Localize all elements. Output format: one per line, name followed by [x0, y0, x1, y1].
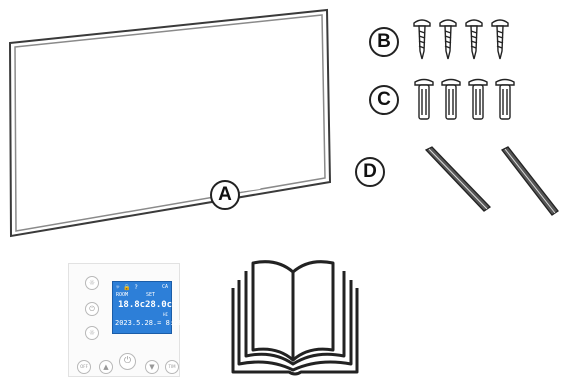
set-label: SET — [146, 293, 155, 298]
manual-book-icon — [229, 258, 361, 378]
set-temp: 28.0c — [145, 301, 172, 310]
rails-d — [420, 145, 561, 220]
sun-icon: ☼ — [85, 326, 99, 340]
timer-button[interactable]: TIM — [165, 360, 179, 374]
screws-b — [412, 17, 518, 61]
callout-d: D — [355, 157, 385, 187]
room-label: ROOM — [116, 293, 128, 298]
thermostat-screen: ☼ 🔒 ? CA ROOM SET 18.8c 28.0c HI 2023.5.… — [112, 281, 172, 334]
mode-label: CA — [162, 285, 168, 290]
bolts-c — [414, 77, 518, 123]
thermostat-controller: ☼ ⏻ ☼ ☼ 🔒 ? CA ROOM SET 18.8c 28.0c HI 2… — [68, 263, 180, 377]
callout-c: C — [369, 85, 399, 115]
down-button[interactable]: ▼ — [145, 360, 159, 374]
room-temp: 18.8c — [118, 301, 145, 310]
power-button[interactable]: ⏻ — [119, 353, 136, 370]
off-button[interactable]: OFF — [77, 360, 91, 374]
date-time: 2023.5.28.= 8:28 — [115, 320, 182, 327]
up-button[interactable]: ▲ — [99, 360, 113, 374]
power-icon: ⏻ — [85, 302, 99, 316]
callout-b: B — [369, 27, 399, 57]
status-icons: ☼ 🔒 ? — [116, 285, 138, 291]
callout-a: A — [210, 180, 240, 210]
hi-label: HI — [163, 313, 168, 317]
sun-icon: ☼ — [85, 276, 99, 290]
